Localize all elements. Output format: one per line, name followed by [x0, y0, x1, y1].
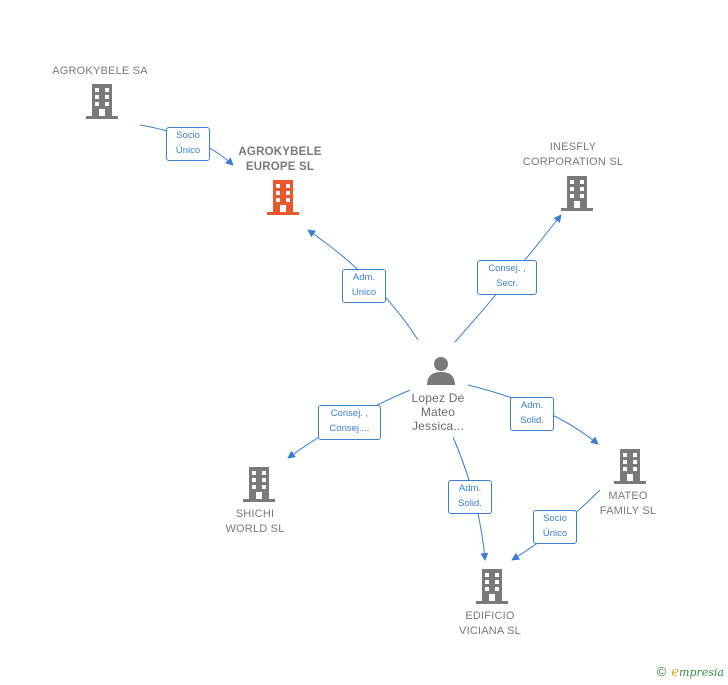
edge-label-adm-unico[interactable]: Adm. Unico — [342, 269, 386, 303]
building-icon[interactable] — [476, 569, 508, 605]
edge-label-adm-solid-mateo[interactable]: Adm. Solid. — [510, 397, 554, 431]
building-icon[interactable] — [86, 84, 118, 120]
node-label-edificio[interactable]: EDIFICIO VICIANA SL — [459, 610, 521, 637]
node-label-inesfly[interactable]: INESFLY CORPORATION SL — [522, 141, 624, 168]
person-icon[interactable] — [426, 355, 456, 385]
edge-label-adm-solid-edificio[interactable]: Adm. Solid. — [448, 480, 492, 514]
node-label-mateo-family[interactable]: MATEO FAMILY SL — [599, 490, 657, 517]
building-icon[interactable] — [614, 449, 646, 485]
node-label-agrokybele-europe[interactable]: AGROKYBELE EUROPE SL — [238, 146, 322, 173]
edge-label-socio-unico-2[interactable]: Socio Único — [533, 510, 577, 544]
brand-initial: e — [671, 665, 680, 680]
node-label-shichi[interactable]: SHICHI WORLD SL — [225, 508, 285, 535]
edge-label-socio-unico[interactable]: Socio Único — [166, 127, 210, 161]
brand-name: mpresia — [679, 666, 724, 679]
copyright-icon: © — [656, 664, 667, 679]
building-icon[interactable] — [267, 180, 299, 216]
node-label-person[interactable]: Lopez De Mateo Jessica... — [411, 391, 465, 433]
building-icon[interactable] — [561, 176, 593, 212]
edge-label-consej-secr[interactable]: Consej. , Secr. — [477, 260, 537, 295]
empresia-watermark: © empresia — [657, 664, 724, 680]
edge-label-consej-consej[interactable]: Consej. , Consej.... — [318, 405, 381, 440]
node-label-agrokybele-sa[interactable]: AGROKYBELE SA — [52, 65, 148, 77]
building-icon[interactable] — [243, 467, 275, 503]
